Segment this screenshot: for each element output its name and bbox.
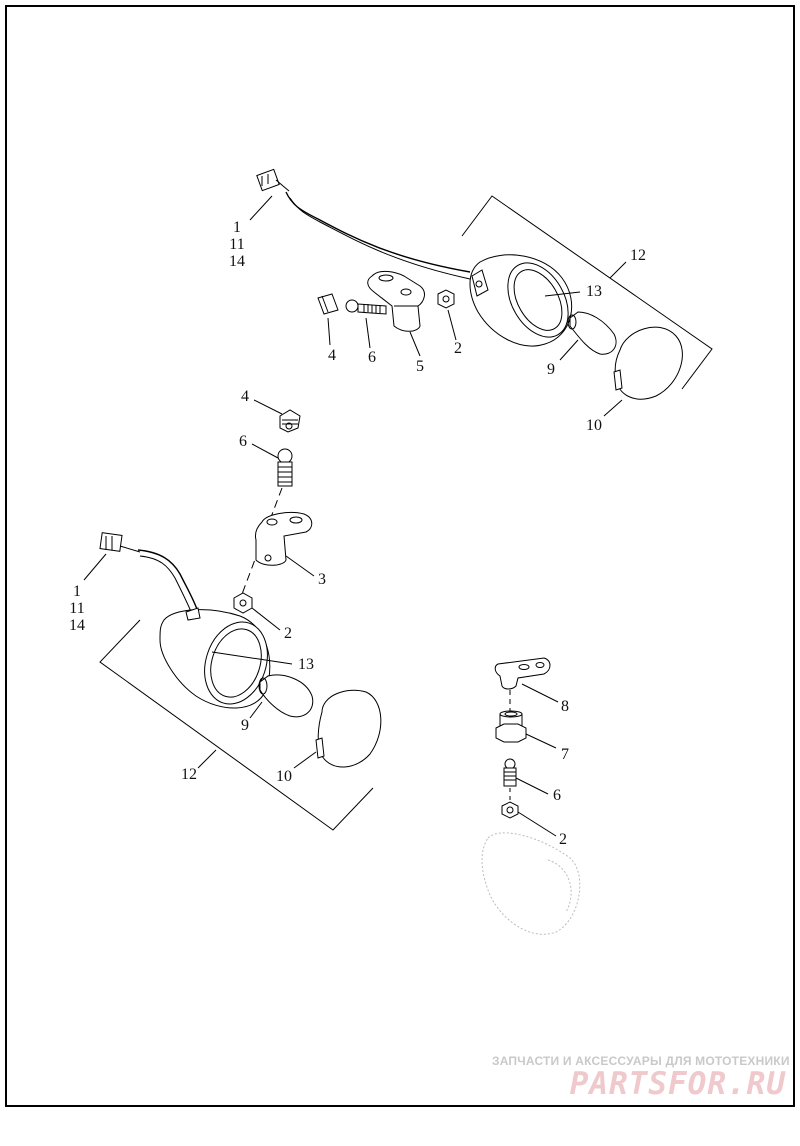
upper-harness-callout-1: 1 [233, 219, 241, 236]
upper-ring-leader [544, 291, 581, 297]
left-ball-stud [277, 448, 293, 487]
detail-bracket-label: 8 [561, 698, 569, 715]
left-stud-leader [251, 443, 279, 459]
detail-mount-bracket [494, 657, 551, 690]
upper-housing-label: 12 [630, 247, 646, 264]
detail-stud-label: 6 [553, 787, 561, 804]
upper-capnut-label: 4 [328, 347, 336, 364]
left-lens [315, 689, 382, 768]
left-nut-leader [251, 607, 281, 631]
upper-bulb [567, 311, 617, 355]
left-housing-leader [197, 749, 217, 769]
upper-housing-leader [609, 261, 627, 279]
upper-ring-label: 13 [586, 283, 602, 300]
left-cap-nut [279, 409, 301, 433]
upper-bulb-label: 9 [547, 361, 555, 378]
upper-lamp-housing [469, 254, 573, 347]
detail-stud-leader [515, 777, 549, 795]
left-bulb-label: 9 [241, 717, 249, 734]
upper-bulb-leader [559, 339, 579, 361]
upper-lens-leader [603, 399, 623, 417]
left-bulb [258, 674, 314, 718]
detail-hex-nut [501, 801, 519, 819]
detail-stack-assembly [481, 657, 581, 935]
left-bracket-leader [285, 555, 315, 577]
detail-phantom-housing [481, 832, 581, 935]
left-mount-bracket [255, 511, 313, 566]
upper-lens-label: 10 [586, 417, 602, 434]
left-harness-callout-14: 14 [69, 617, 85, 634]
upper-ball-stud [345, 299, 387, 315]
upper-harness-callout-14: 14 [229, 253, 245, 270]
watermark-tagline: ЗАПЧАСТИ И АКСЕССУАРЫ ДЛЯ МОТОТЕХНИКИ [492, 1054, 790, 1068]
upper-stud-label: 6 [368, 349, 376, 366]
detail-adapter-label: 7 [561, 746, 569, 763]
detail-nut-label: 2 [559, 831, 567, 848]
upper-stud-leader [365, 317, 371, 349]
left-housing-group-bracket [99, 619, 374, 831]
detail-adapter [495, 710, 527, 743]
left-capnut-label: 4 [241, 388, 249, 405]
left-nut-label: 2 [284, 625, 292, 642]
left-bracket-label: 3 [318, 571, 326, 588]
upper-capnut-leader [327, 317, 331, 346]
left-harness-connector [99, 532, 141, 553]
detail-bracket-leader [521, 683, 559, 703]
left-stud-label: 6 [239, 433, 247, 450]
upper-harness-connector [256, 168, 290, 192]
upper-bracket-label: 5 [416, 358, 424, 375]
detail-ball-stud [503, 758, 517, 787]
left-bulb-leader [249, 701, 263, 719]
upper-hex-nut [437, 289, 455, 309]
upper-housing-group-bracket [461, 195, 713, 390]
left-harness-leader [83, 553, 107, 581]
upper-lens [613, 326, 683, 400]
upper-nut-label: 2 [454, 340, 462, 357]
left-ring-leader [211, 651, 293, 665]
left-lens-label: 10 [276, 768, 292, 785]
detail-adapter-leader [525, 733, 557, 749]
upper-wire-harness [285, 191, 471, 273]
left-lamp-housing [159, 607, 271, 709]
upper-bracket-leader [409, 331, 421, 357]
upper-harness-leader [249, 195, 273, 221]
left-housing-label: 12 [181, 766, 197, 783]
left-hex-nut [233, 592, 253, 614]
upper-harness-callout-11: 11 [229, 236, 244, 253]
upper-turn-signal-assembly [249, 168, 713, 417]
page-frame [5, 5, 795, 1107]
upper-nut-leader [447, 309, 457, 341]
left-harness-callout-11: 11 [69, 600, 84, 617]
watermark-logo: PARTSFOR.RU [569, 1066, 786, 1102]
left-lens-leader [293, 751, 317, 769]
upper-cap-nut [317, 293, 339, 315]
upper-mount-bracket [367, 270, 425, 332]
left-harness-callout-1: 1 [73, 583, 81, 600]
detail-nut-leader [517, 811, 557, 837]
left-capnut-leader [253, 399, 283, 415]
left-ring-label: 13 [298, 656, 314, 673]
left-turn-signal-assembly [83, 399, 382, 831]
left-wire-harness [137, 549, 199, 613]
